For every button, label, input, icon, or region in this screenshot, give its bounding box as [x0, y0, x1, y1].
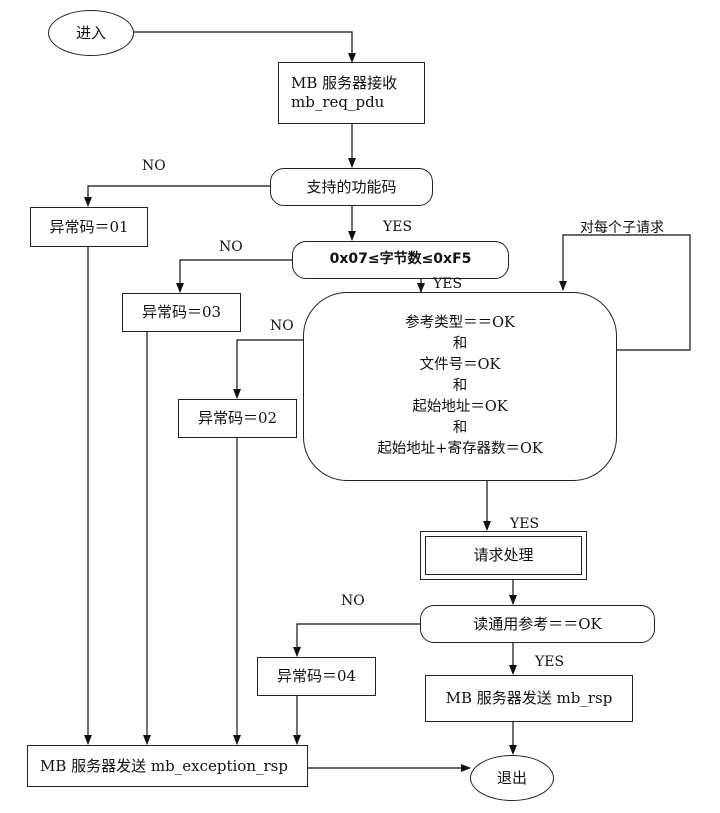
check-start-address: 起始地址＝OK — [412, 399, 508, 415]
decision-byte-count: 0x07≤字节数≤0xF5 — [292, 241, 509, 279]
exit-label: 退出 — [496, 768, 527, 787]
label-cond-no: NO — [270, 318, 294, 334]
label-loop: 对每个子请求 — [580, 220, 664, 236]
exception-04-box: 异常码＝04 — [257, 657, 376, 696]
receive-request-box: MB 服务器接收 mb_req_pdu — [278, 62, 425, 124]
decision-subrequest-checks: 参考类型＝＝OK 和 文件号＝OK 和 起始地址＝OK 和 起始地址+寄存器数＝… — [303, 292, 617, 481]
process-request-label: 请求处理 — [473, 546, 534, 565]
exit-node: 退出 — [470, 755, 554, 801]
label-bytes-no: NO — [219, 239, 243, 255]
label-fc-yes: YES — [383, 219, 413, 235]
decision-read-label: 读通用参考＝＝OK — [473, 614, 602, 633]
label-fc-no: NO — [142, 158, 166, 174]
edge-cond-no — [233, 339, 303, 399]
check-reference-type: 参考类型＝＝OK — [405, 314, 515, 331]
process-request-box: 请求处理 — [420, 531, 587, 580]
label-cond-yes: YES — [510, 516, 540, 532]
start-node: 进入 — [48, 10, 134, 56]
decision-read-reference: 读通用参考＝＝OK — [420, 605, 655, 643]
label-bytes-yes: YES — [433, 276, 463, 292]
label-read-yes: YES — [535, 654, 565, 670]
check-and-2: 和 — [452, 377, 468, 394]
decision-bytes-label: 0x07≤字节数≤0xF5 — [329, 251, 472, 268]
exception-03-label: 异常码＝03 — [141, 303, 222, 322]
send-exception-box: MB 服务器发送 mb_exception_rsp — [27, 745, 308, 787]
edge-read-no — [293, 623, 420, 657]
exception-01-box: 异常码＝01 — [30, 207, 148, 247]
check-and-1: 和 — [452, 335, 468, 352]
send-exception-label: MB 服务器发送 mb_exception_rsp — [40, 756, 288, 775]
exception-01-label: 异常码＝01 — [49, 217, 129, 236]
process-request-inner: 请求处理 — [425, 536, 582, 575]
edge-fc-no — [84, 185, 270, 207]
exception-02-label: 异常码＝02 — [197, 409, 278, 428]
receive-line1: MB 服务器接收 — [291, 74, 398, 93]
edge-loop — [559, 234, 691, 351]
send-response-box: MB 服务器发送 mb_rsp — [425, 675, 633, 722]
check-file-number: 文件号＝OK — [419, 356, 501, 373]
decision-supported-function-code: 支持的功能码 — [270, 168, 433, 206]
edge-bytes-no — [176, 259, 292, 293]
check-address-plus-count: 起始地址+寄存器数＝OK — [377, 441, 543, 458]
label-read-no: NO — [341, 593, 365, 609]
exception-04-label: 异常码＝04 — [276, 667, 357, 686]
send-response-label: MB 服务器发送 mb_rsp — [445, 689, 613, 708]
edge-enter-receive — [133, 31, 356, 63]
receive-line2: mb_req_pdu — [291, 93, 385, 111]
exception-02-box: 异常码＝02 — [178, 399, 297, 438]
check-and-3: 和 — [452, 420, 468, 437]
exception-03-box: 异常码＝03 — [122, 293, 241, 332]
start-label: 进入 — [75, 23, 106, 42]
decision-fc-label: 支持的功能码 — [306, 177, 397, 196]
